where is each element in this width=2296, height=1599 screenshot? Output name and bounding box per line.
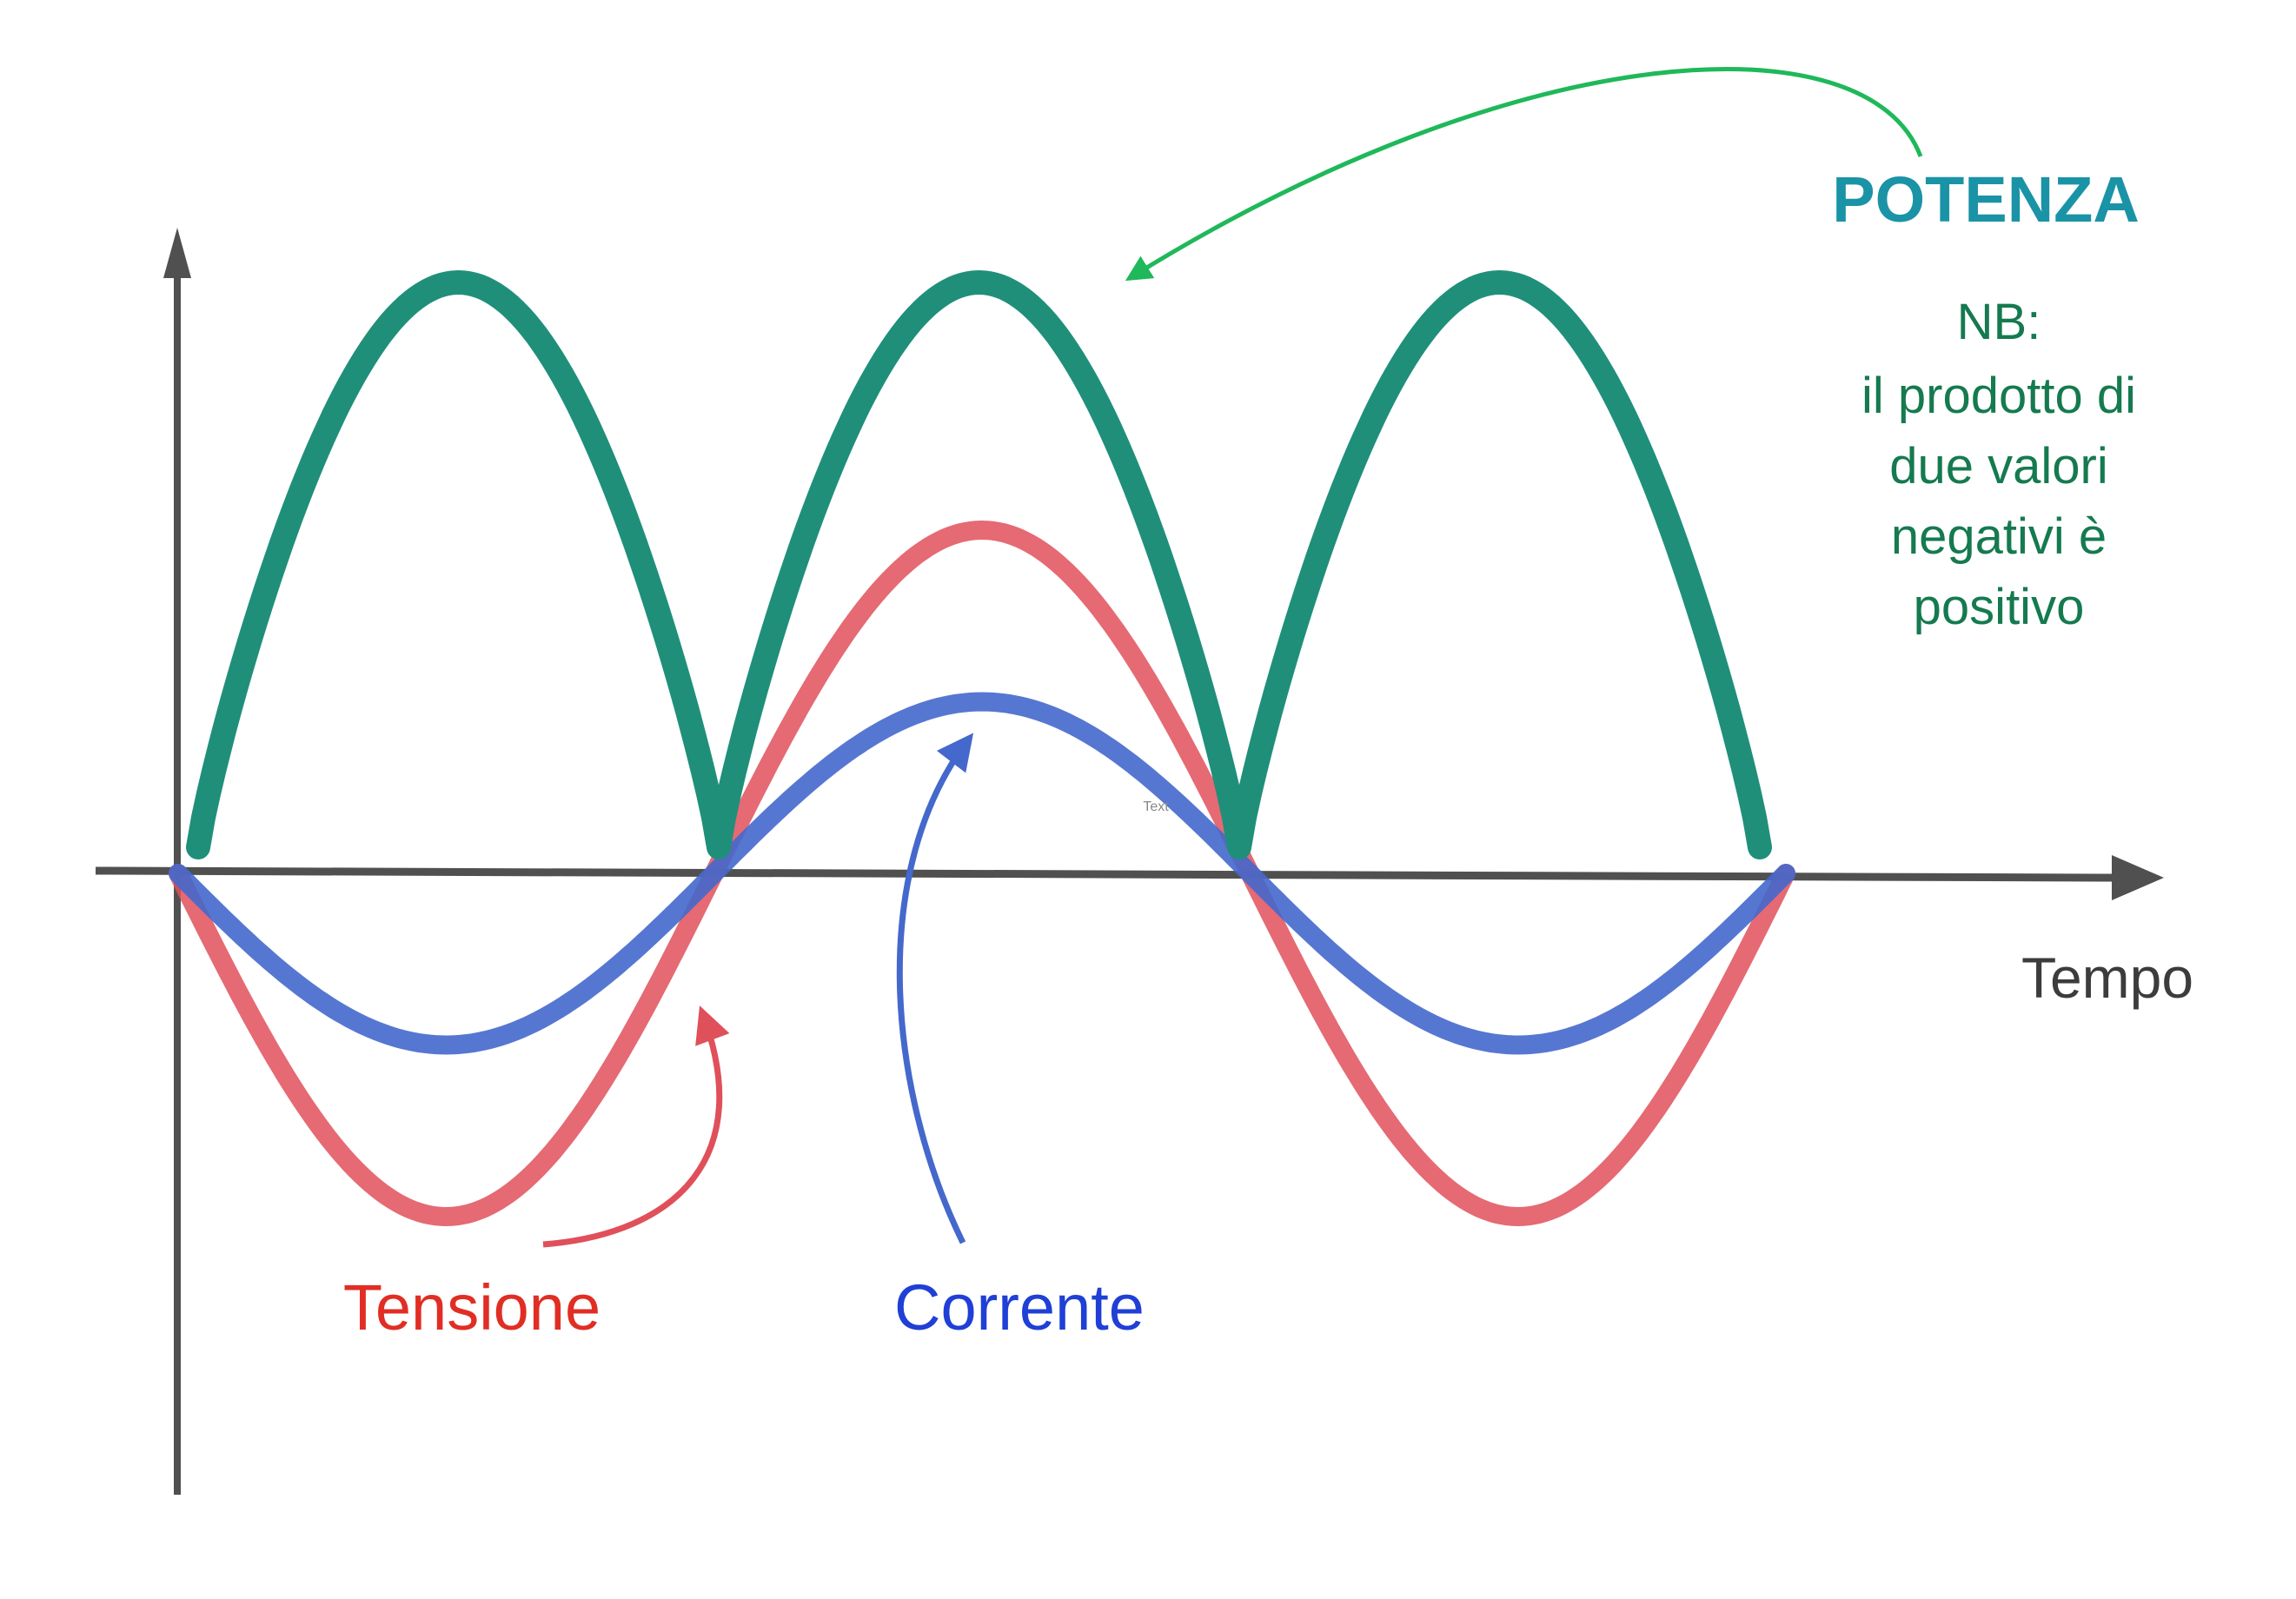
x-axis bbox=[95, 866, 2113, 882]
tempo-label: Tempo bbox=[2021, 945, 2193, 1010]
nb-line-4: positivo bbox=[1914, 579, 2085, 635]
potenza-curve bbox=[186, 270, 1772, 859]
tensione-arrow bbox=[542, 1005, 730, 1248]
x-axis-arrowhead bbox=[2112, 855, 2164, 900]
tensione-curve bbox=[169, 520, 1795, 1227]
text-mark: Text bbox=[1143, 800, 1169, 814]
corrente-arrow bbox=[896, 733, 974, 1244]
tensione-label: Tensione bbox=[343, 1271, 601, 1344]
potenza-arrow bbox=[1125, 66, 1923, 282]
nb-label: NB: bbox=[1957, 294, 2041, 350]
corrente-label: Corrente bbox=[894, 1271, 1145, 1344]
nb-line-1: il prodotto di bbox=[1861, 368, 2136, 424]
nb-line-3: negativi è bbox=[1891, 508, 2107, 565]
corrente-curve bbox=[169, 692, 1795, 1055]
potenza-label: POTENZA bbox=[1832, 163, 2140, 236]
y-axis-arrowhead bbox=[163, 228, 191, 278]
nb-line-2: due valori bbox=[1889, 438, 2107, 494]
